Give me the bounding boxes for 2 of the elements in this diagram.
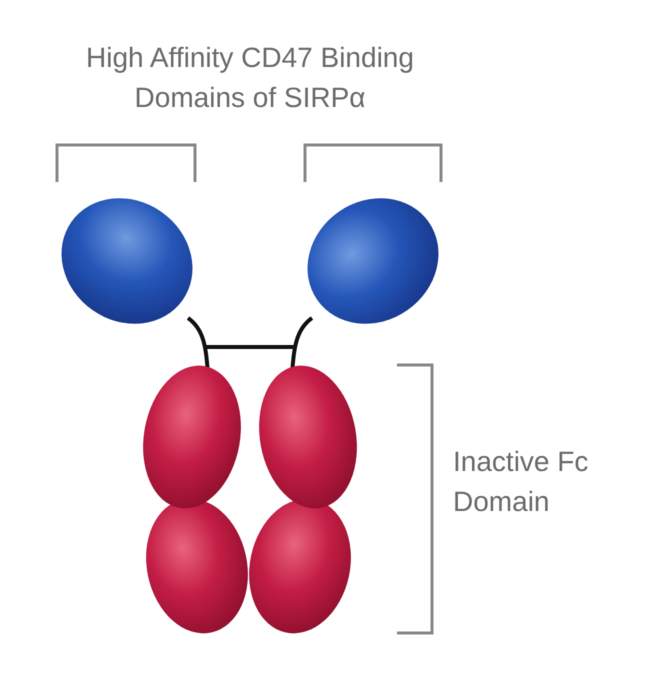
domain-label: Inactive Fc Domain <box>453 445 590 519</box>
domain-label: High Affinity CD47 Binding Domains of SIRPα <box>85 41 415 115</box>
